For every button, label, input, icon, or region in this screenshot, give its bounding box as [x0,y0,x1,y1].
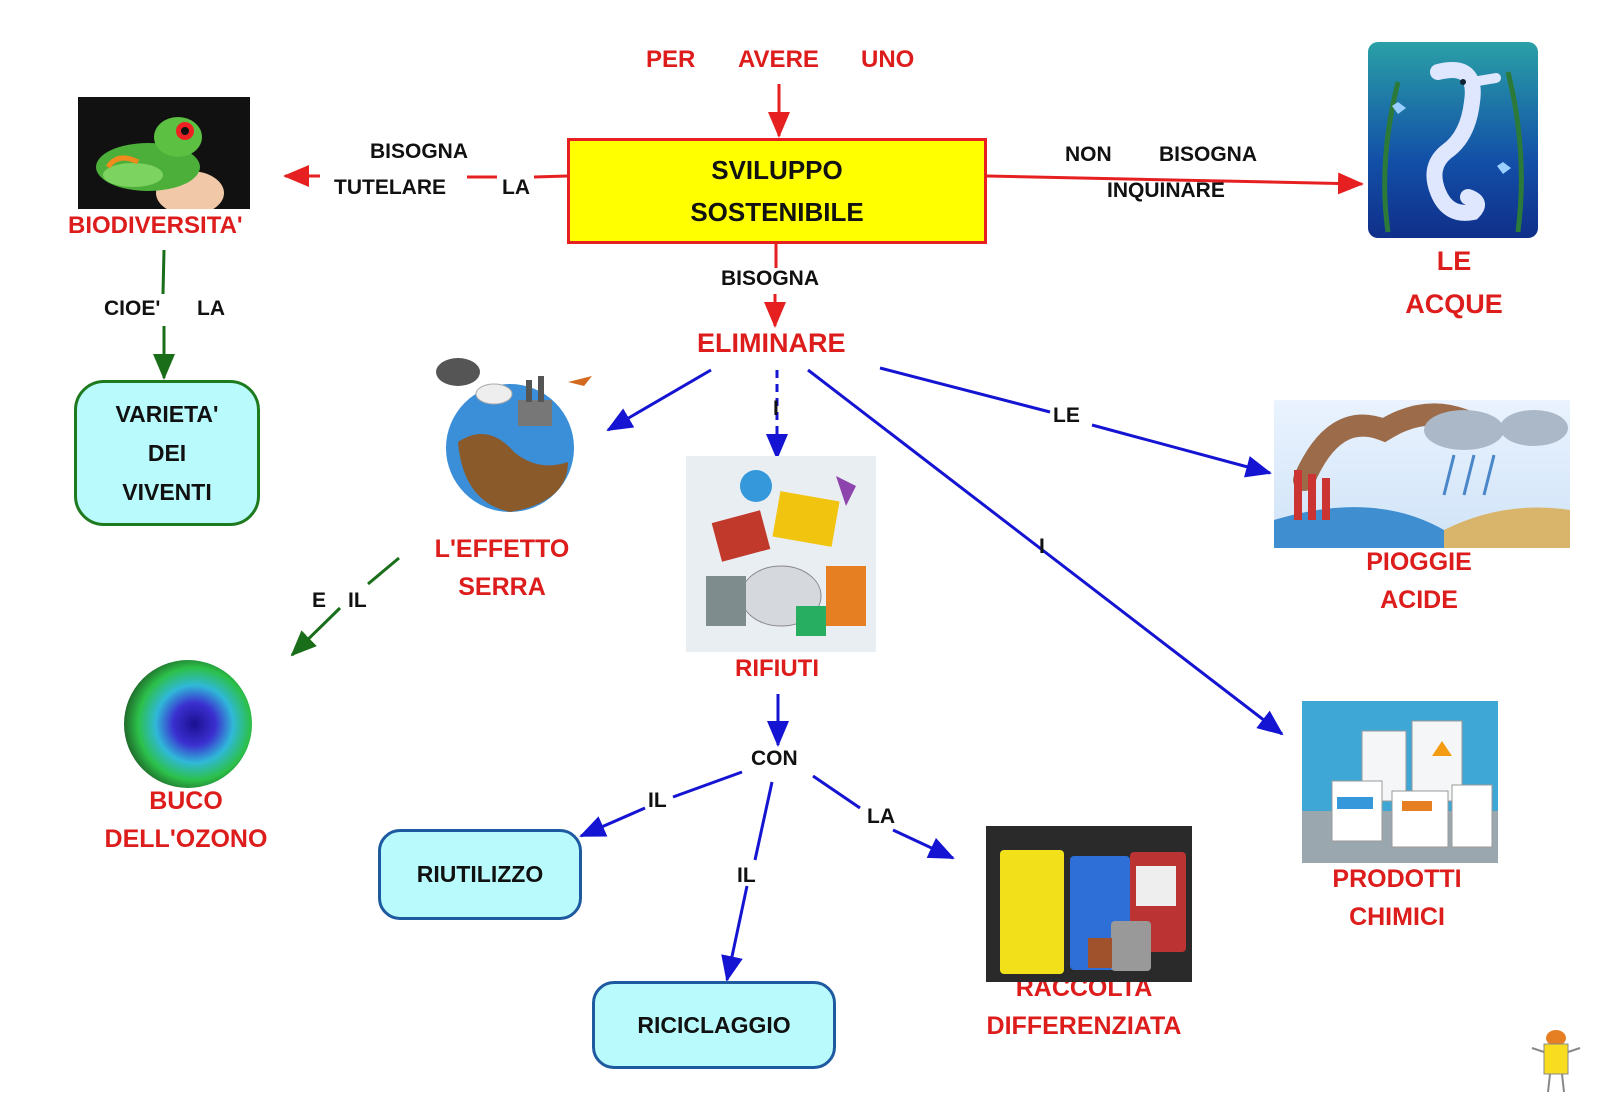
node-riciclaggio[interactable]: RICICLAGGIO [592,981,836,1069]
link-la-cioe: LA [197,297,225,320]
chimici-line1: PRODOTTI [1332,865,1462,893]
arrow-con-to-riutilizzo-b [579,806,646,838]
serra-line2: SERRA [458,573,546,601]
link-bisogna-down: BISOGNA [721,267,820,290]
link-i-diag: I [1039,535,1045,558]
link-bisogna-right: BISOGNA [1159,143,1258,166]
link-non: NON [1065,143,1112,166]
arrow-serra-to-ozono-b [290,606,342,657]
arrow-serra-to-ozono-a [367,556,400,586]
concept-prodotti-chimici: PRODOTTI CHIMICI [1318,860,1476,936]
acid-rain-picture [1274,400,1570,548]
arrow-con-to-riciclaggio-a [753,781,774,861]
arrow-eliminare-to-piogge-b [1091,423,1272,478]
serra-line1: L'EFFETTO [434,535,570,563]
concept-buco-ozono: BUCO DELL'OZONO [100,782,272,858]
seahorse-picture [1368,42,1538,238]
node-riutilizzo[interactable]: RIUTILIZZO [378,829,582,920]
concept-effetto-serra: L'EFFETTO SERRA [420,530,584,606]
arrow-con-to-riutilizzo-a [672,770,743,799]
varieta-line3: VIVENTI [122,478,212,505]
acque-line2: ACQUE [1405,289,1503,319]
label-avere: AVERE [738,46,819,73]
piogge-line2: ACIDE [1380,586,1458,614]
raccolta-line2: DIFFERENZIATA [986,1012,1182,1040]
ozone-hole-picture [122,658,254,790]
link-cioe: CIOE' [104,297,161,320]
varieta-line2: DEI [147,439,187,466]
link-bisogna-left: BISOGNA [370,140,469,163]
central-node-sviluppo-sostenibile[interactable]: SVILUPPO SOSTENIBILE [567,138,987,244]
arrow-eliminare-to-piogge-a [879,366,1051,414]
arrow-central-to-acque [986,172,1364,195]
arrow-con-to-raccolta-b [892,828,955,860]
arrow-eliminare-to-chimici [807,368,1284,736]
arrow-central-left-a [533,174,568,179]
label-uno: UNO [861,46,915,73]
link-e: E [312,589,327,612]
arrow-con-to-riciclaggio-b [721,885,749,982]
ozono-line1: BUCO [149,787,223,815]
waste-picture [686,456,876,652]
ozono-line2: DELL'OZONO [104,825,268,853]
link-tutelare: TUTELARE [334,176,446,199]
link-il-serra: IL [348,589,367,612]
concept-eliminare: ELIMINARE [697,328,846,358]
riutilizzo-label: RIUTILIZZO [416,861,544,887]
acque-line1: LE [1436,246,1472,276]
link-con: CON [751,747,798,770]
greenhouse-effect-picture [418,352,602,522]
central-line2: SOSTENIBILE [690,197,864,227]
node-varieta-dei-viventi[interactable]: VARIETA' DEI VIVENTI [74,380,260,526]
recycling-bins-picture [986,826,1192,982]
riciclaggio-label: RICICLAGGIO [637,1011,791,1038]
link-i-mid: I [773,397,779,420]
chemical-products-picture [1302,701,1498,863]
link-inquinare: INQUINARE [1107,179,1225,202]
link-la-raccolta: LA [867,805,895,828]
piogge-line1: PIOGGIE [1366,548,1472,576]
link-il-riciclaggio: IL [737,864,756,887]
concept-biodiversita: BIODIVERSITA' [68,212,243,239]
varieta-line1: VARIETA' [115,400,219,427]
concept-rifiuti: RIFIUTI [735,655,819,682]
link-le: LE [1053,404,1080,427]
arrow-eliminare-to-serra [606,368,712,432]
link-il-riutilizzo: IL [648,789,667,812]
central-line1: SVILUPPO [711,155,843,185]
link-la-left: LA [502,176,530,199]
mascot-figure [1528,1028,1584,1104]
frog-picture [78,97,250,209]
arrow-con-to-raccolta-a [812,774,861,810]
concept-le-acque: LE ACQUE [1394,240,1514,326]
arrow-bio-to-varieta-a [161,249,166,295]
chimici-line2: CHIMICI [1349,903,1445,931]
label-per: PER [646,46,696,73]
concept-piogge-acide: PIOGGIE ACIDE [1349,543,1489,619]
